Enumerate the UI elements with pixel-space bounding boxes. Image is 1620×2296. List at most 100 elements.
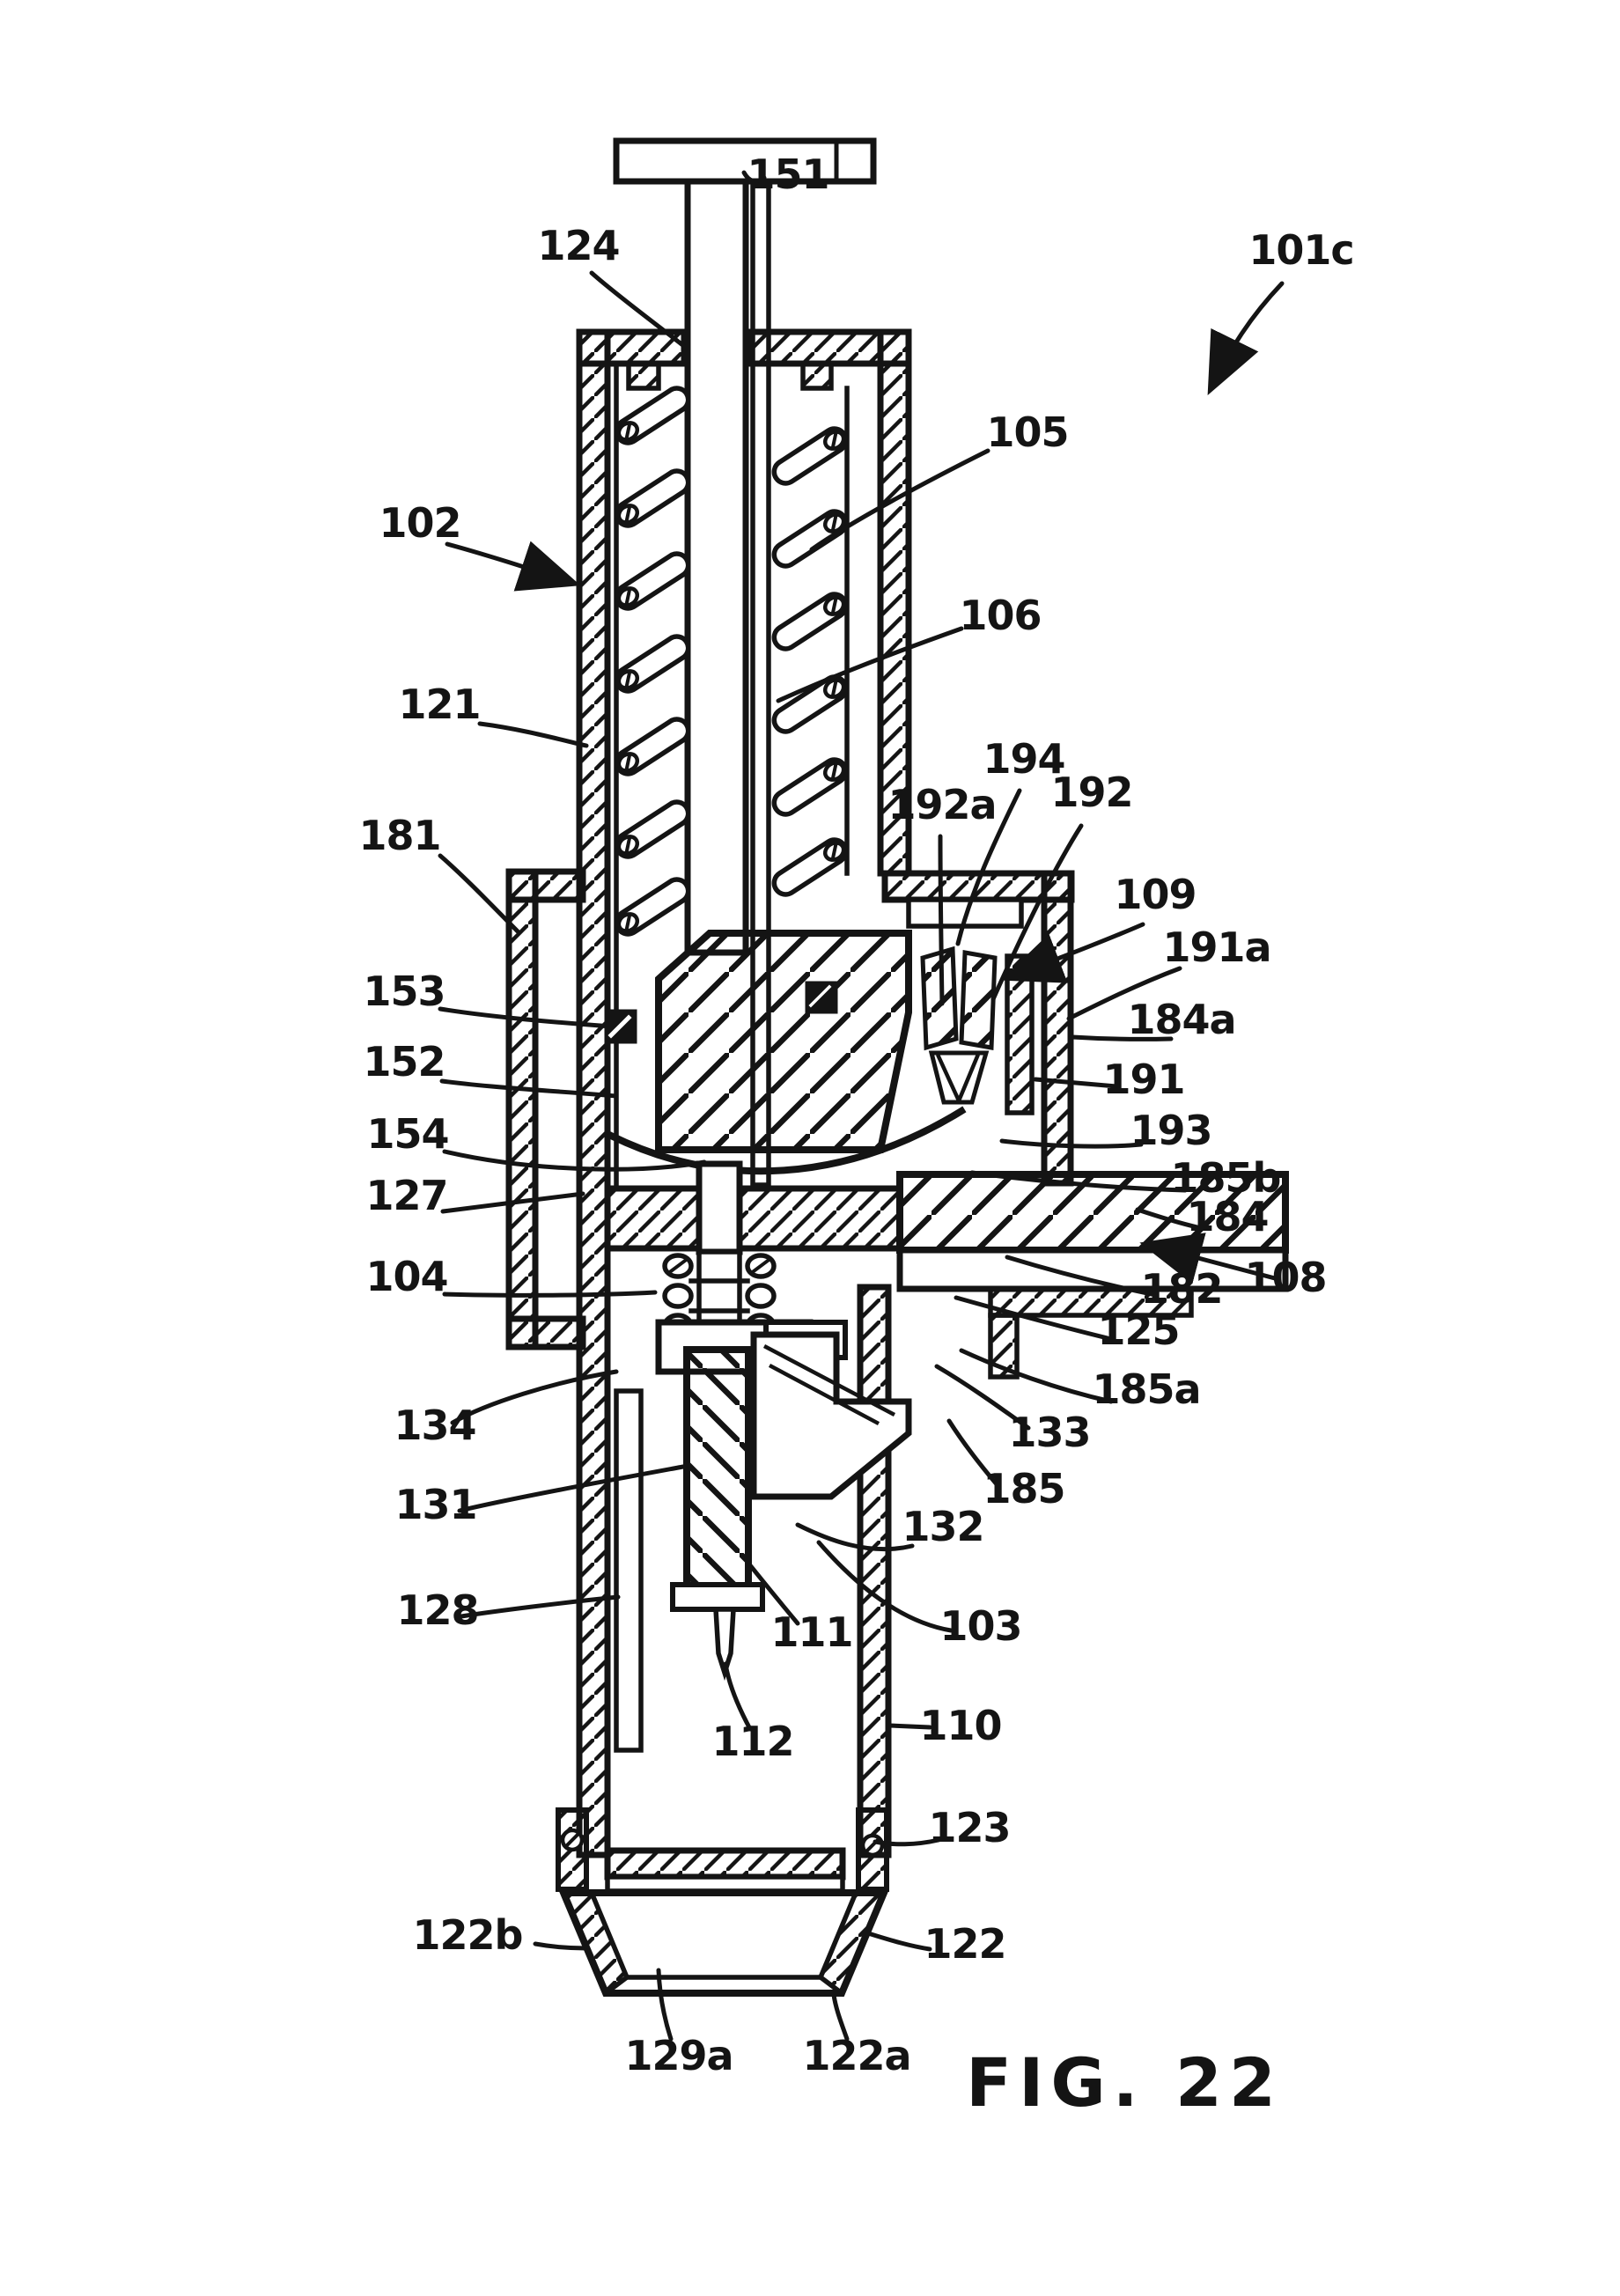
leader-131 [457, 1464, 686, 1513]
ref-label-101c: 101c [1248, 226, 1353, 274]
leader-105 [809, 448, 990, 552]
ref-label-122b: 122b [413, 1911, 523, 1959]
ref-label-106: 106 [959, 592, 1041, 639]
ref-label-128: 128 [396, 1586, 478, 1634]
bottom-tab-left [556, 1807, 589, 1892]
ref-label-194: 194 [983, 735, 1064, 783]
ref-label-109: 109 [1114, 871, 1196, 918]
leader-134 [450, 1369, 619, 1425]
cap-seal-right [800, 361, 834, 391]
ref-label-104: 104 [365, 1253, 447, 1300]
leader-153 [438, 1006, 614, 1029]
ref-label-127: 127 [365, 1172, 447, 1219]
ref-label-152: 152 [363, 1038, 445, 1085]
bottom-tab-right [856, 1807, 889, 1892]
piston-cup [750, 1331, 912, 1500]
valve-plug [655, 930, 912, 1153]
ref-label-193: 193 [1130, 1107, 1211, 1154]
bracket-top-flange [505, 868, 586, 903]
leader-106 [776, 626, 964, 703]
ref-label-102: 102 [379, 499, 460, 547]
port-valve-wedge-right [959, 950, 998, 1050]
leader-lines [438, 170, 1285, 2042]
leader-128 [459, 1594, 621, 1619]
ref-label-110: 110 [919, 1702, 1001, 1749]
ref-label-125: 125 [1097, 1306, 1179, 1354]
bottom-plate [604, 1847, 846, 1880]
spring-coils-left [614, 386, 691, 937]
leader-184 [1135, 1207, 1200, 1230]
leader-193 [999, 1138, 1144, 1149]
outlet-lower-wall [988, 1286, 1194, 1318]
inner-sleeve [614, 1388, 644, 1753]
leader-154 [442, 1149, 707, 1172]
leader-182 [1005, 1255, 1154, 1297]
leader-194 [955, 788, 1022, 946]
ref-label-103: 103 [939, 1602, 1021, 1650]
ref-label-105: 105 [986, 408, 1068, 456]
leader-104 [442, 1290, 658, 1298]
ref-label-184: 184 [1186, 1193, 1268, 1240]
port-valve-seat-bar [1005, 953, 1035, 1115]
leader-108 [1139, 1233, 1278, 1284]
ref-label-185a: 185a [1092, 1365, 1200, 1413]
needle [713, 1607, 736, 1682]
ref-label-191: 191 [1102, 1056, 1184, 1103]
plunger-stem [684, 178, 749, 956]
leader-122a [831, 1992, 850, 2042]
needle-holder [670, 1582, 765, 1612]
casing-right-wall-lower [857, 1284, 892, 1858]
leader-127 [440, 1191, 585, 1214]
leader-191 [1033, 1077, 1119, 1089]
leader-185b [969, 1170, 1188, 1193]
ref-label-132: 132 [902, 1503, 983, 1550]
leader-151 [741, 170, 767, 184]
leader-129a [656, 1968, 674, 2042]
leader-123 [873, 1837, 941, 1847]
ref-label-122: 122 [924, 1920, 1005, 1968]
leader-184a [1070, 1034, 1174, 1041]
ref-label-108: 108 [1244, 1254, 1326, 1301]
leader-112 [723, 1661, 753, 1732]
leader-121 [477, 721, 589, 748]
valve-stem [696, 1160, 743, 1255]
leader-132 [795, 1522, 915, 1552]
leader-109 [1000, 922, 1145, 983]
ref-label-192a: 192a [887, 781, 996, 828]
valve-seat-curve [606, 1106, 967, 1175]
leader-191a [1066, 966, 1182, 1021]
ref-label-131: 131 [394, 1481, 476, 1528]
leader-133 [934, 1364, 1031, 1431]
leader-152 [439, 1078, 619, 1099]
ref-label-185b: 185b [1171, 1154, 1281, 1202]
piston-cup-lines [762, 1343, 896, 1426]
ref-label-124: 124 [537, 222, 619, 269]
ref-label-191a: 191a [1162, 924, 1270, 971]
ref-label-184a: 184a [1127, 996, 1235, 1043]
ref-label-122a: 122a [802, 2032, 910, 2079]
ref-label-121: 121 [398, 681, 480, 728]
ref-label-111: 111 [770, 1608, 852, 1656]
ref-label-134: 134 [394, 1402, 475, 1449]
ref-label-153: 153 [363, 968, 445, 1015]
leader-185a [959, 1348, 1114, 1404]
ref-label-112: 112 [711, 1718, 793, 1765]
leader-192a [938, 834, 945, 1006]
leader-110 [887, 1723, 932, 1730]
spring-coils-right [771, 426, 849, 897]
bottom-plate-lower [605, 1874, 845, 1894]
ref-label-129a: 129a [624, 2032, 733, 2079]
top-cap-right [747, 328, 912, 367]
bracket-bottom-flange [505, 1315, 586, 1350]
leader-122b [533, 1941, 589, 1951]
port-right-wall [1041, 870, 1074, 1187]
ref-label-185: 185 [983, 1465, 1064, 1512]
transverse-plate [604, 1185, 903, 1252]
outlet-passage [896, 1247, 1289, 1292]
leader-181 [438, 853, 520, 934]
ref-label-133: 133 [1008, 1409, 1090, 1456]
leader-101c [1207, 281, 1285, 395]
